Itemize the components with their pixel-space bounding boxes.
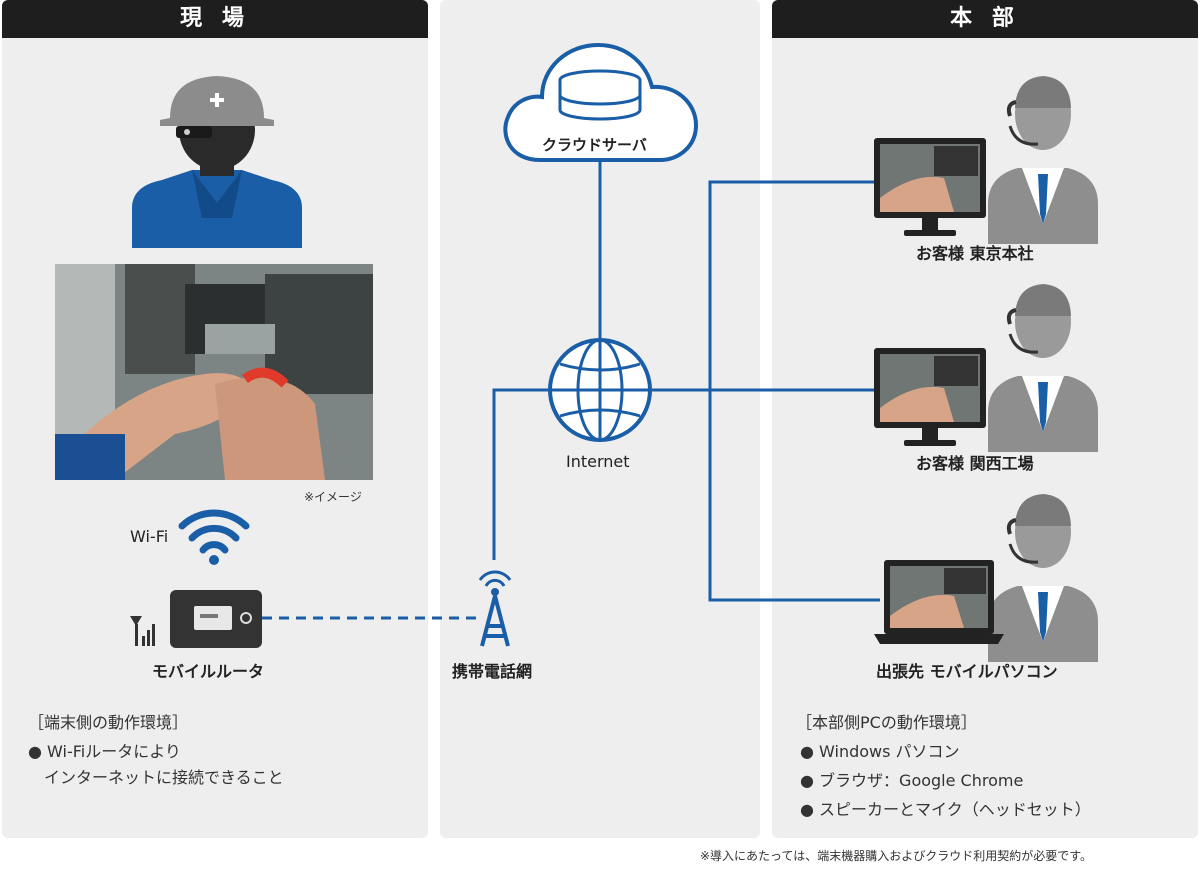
mobile-router-icon xyxy=(170,590,262,648)
hq-env-item: ● ブラウザ：Google Chrome xyxy=(800,771,1024,790)
site-label-tokyo: お客様 東京本社 xyxy=(916,244,1034,263)
site-label-mobile-pc: 出張先 モバイルパソコン xyxy=(876,662,1058,681)
terminal-env-title: ［端末側の動作環境］ xyxy=(28,713,189,732)
field-work-photo xyxy=(55,264,373,480)
hq-panel-title: 本 部 xyxy=(772,0,1198,38)
cell-tower-icon xyxy=(478,570,512,647)
mobile-router-label: モバイルルータ xyxy=(152,662,265,681)
terminal-env-item: インターネットに接続できること xyxy=(28,768,284,787)
terminal-env-item: ● Wi-Fiルータにより xyxy=(28,742,181,761)
wifi-label: Wi-Fi xyxy=(130,527,169,546)
operator-icon xyxy=(988,494,1098,662)
laptop-icon xyxy=(874,560,1004,644)
photo-caption: ※イメージ xyxy=(304,490,362,504)
globe-icon xyxy=(548,338,652,442)
wifi-icon xyxy=(178,509,250,565)
desktop-monitor-icon xyxy=(874,348,986,446)
operator-icon xyxy=(988,76,1098,244)
footnote: ※導入にあたっては、端末機器購入およびクラウド利用契約が必要です。 xyxy=(700,849,1093,863)
hq-env-item: ● スピーカーとマイク（ヘッドセット） xyxy=(800,800,1091,819)
site-label-kansai: お客様 関西工場 xyxy=(916,454,1034,473)
internet-label: Internet xyxy=(566,452,630,471)
hq-env-item: ● Windows パソコン xyxy=(800,742,960,761)
cloud-icon xyxy=(503,42,699,162)
hq-env-title: ［本部側PCの動作環境］ xyxy=(796,713,977,732)
desktop-monitor-icon xyxy=(874,138,986,236)
field-panel-title: 現 場 xyxy=(2,0,428,38)
worker-icon xyxy=(132,76,302,248)
operator-icon xyxy=(988,284,1098,452)
mobile-network-label: 携帯電話網 xyxy=(452,662,533,681)
signal-icon xyxy=(130,616,155,646)
cloud-server-label: クラウドサーバ xyxy=(542,136,647,154)
